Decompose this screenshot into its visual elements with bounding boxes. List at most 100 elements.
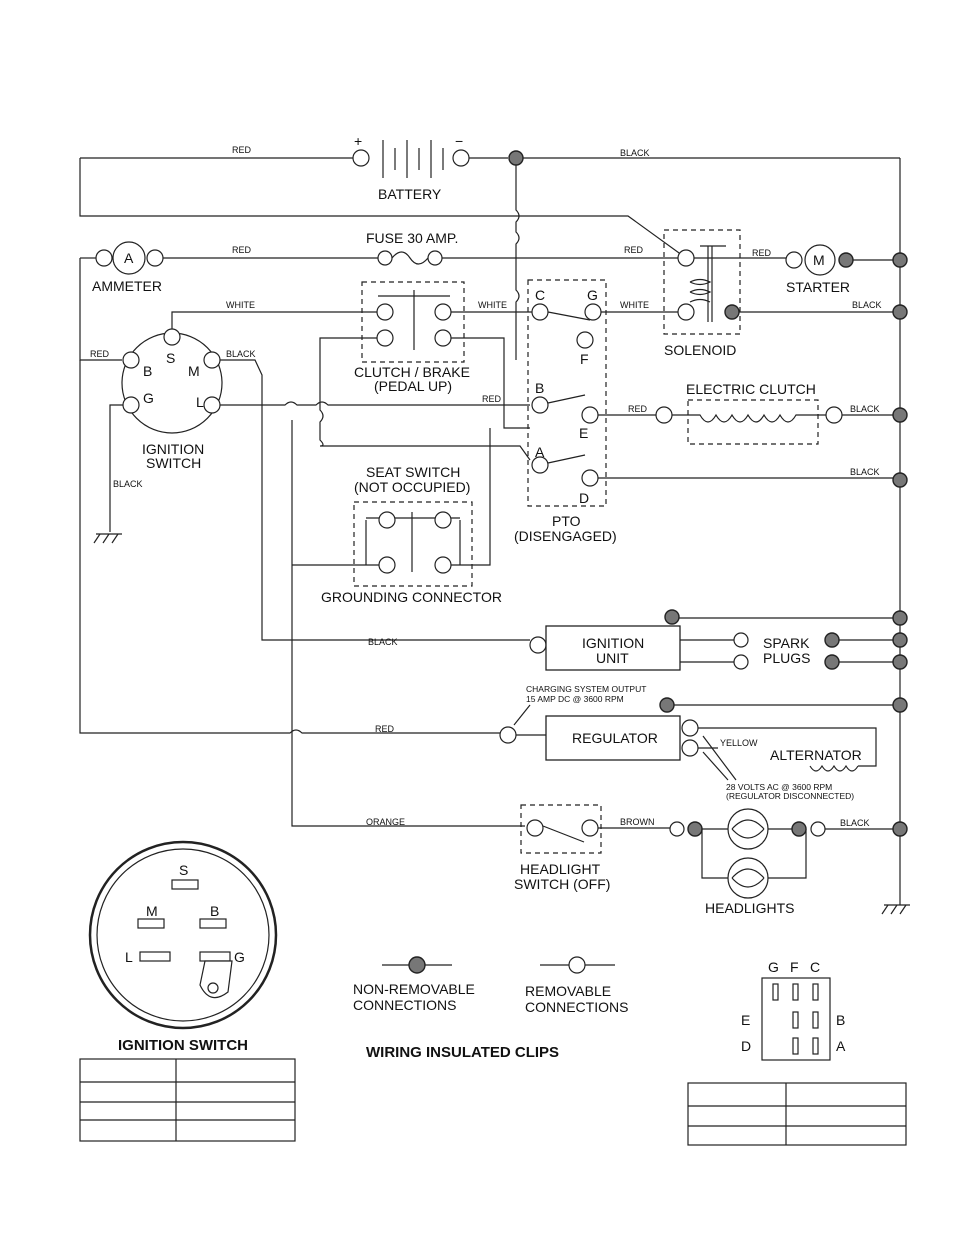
alternator-label: ALTERNATOR — [770, 747, 862, 763]
detail-terminal-B: B — [210, 903, 219, 919]
fuse-label: FUSE 30 AMP. — [366, 230, 458, 246]
wire-label-black: BLACK — [113, 479, 143, 489]
wire-label-white: WHITE — [226, 300, 255, 310]
wire-label-red: RED — [624, 245, 644, 255]
alternator: ALTERNATOR — [698, 727, 877, 772]
ignition-switch-title: IGNITION SWITCH — [118, 1037, 248, 1054]
pto-label: PTO — [552, 513, 581, 529]
ammeter-symbol: A — [124, 250, 134, 266]
wire-label-black: BLACK — [850, 467, 880, 477]
charging-arrow — [513, 704, 531, 726]
headlight-switch-label-1: HEADLIGHT — [520, 861, 601, 877]
starter-label: STARTER — [786, 279, 850, 295]
pto-switch: C G F B E A D PTO (DISENGAGED) — [514, 279, 617, 544]
seat-switch: SEAT SWITCH (NOT OCCUPIED) GROUNDING CON… — [321, 464, 502, 605]
wire-label-black: BLACK — [850, 404, 880, 414]
electric-clutch-label: ELECTRIC CLUTCH — [686, 381, 816, 397]
electric-clutch: ELECTRIC CLUTCH — [655, 381, 843, 445]
clutch-brake-switch: CLUTCH / BRAKE (PEDAL UP) — [354, 281, 470, 394]
ground-node — [892, 304, 908, 320]
terminal-F: F — [580, 351, 589, 367]
headlight-switch-label-2: SWITCH (OFF) — [514, 876, 610, 892]
ammeter-terminal-left — [95, 249, 113, 267]
wire-label-black: BLACK — [840, 818, 870, 828]
detail-terminal-M: M — [146, 903, 158, 919]
terminal-C: C — [535, 287, 545, 303]
ignition-switch-label-1: IGNITION — [142, 441, 204, 457]
pto-detail-G: G — [768, 959, 779, 975]
regulator — [545, 715, 681, 761]
spark-plug-node — [824, 654, 840, 670]
starter-symbol: M — [813, 252, 825, 268]
wire-battery-negative-vertical — [515, 165, 520, 360]
ignition-unit-ground — [664, 609, 680, 625]
wire-label-red: RED — [90, 349, 110, 359]
fuse: FUSE 30 AMP. — [366, 230, 458, 266]
pto-connector-detail: G F C E D B A — [741, 959, 846, 1061]
legend-removable-2: CONNECTIONS — [525, 999, 628, 1015]
wire-ammeter-to-ignition-b — [79, 258, 122, 361]
wire-label-red: RED — [375, 724, 395, 734]
wire-label-white: WHITE — [620, 300, 649, 310]
detail-terminal-L: L — [125, 949, 133, 965]
legend-non-removable-2: CONNECTIONS — [353, 997, 456, 1013]
spark-plugs-label-2: PLUGS — [763, 650, 810, 666]
battery: BATTERY + − RED BLACK — [80, 133, 900, 202]
wire-red-regulator — [79, 360, 500, 734]
spark-plugs-label-1: SPARK — [763, 635, 810, 651]
wire-label-red: RED — [482, 394, 502, 404]
ground-symbol-right — [881, 904, 910, 915]
solenoid: SOLENOID — [663, 229, 741, 358]
ground-symbol-left — [93, 533, 122, 544]
ground-node — [892, 472, 908, 488]
wire-clutch-to-pto-a — [319, 337, 531, 461]
terminal-M: M — [188, 363, 200, 379]
terminal-S: S — [166, 350, 175, 366]
regulator-label: REGULATOR — [572, 730, 658, 746]
ignition-unit — [545, 625, 681, 671]
wire-black-g — [109, 404, 123, 532]
ground-node — [892, 632, 908, 648]
wire-label-red: RED — [232, 145, 252, 155]
charging-output-line2: 15 AMP DC @ 3600 RPM — [526, 694, 624, 704]
terminal-B: B — [143, 363, 152, 379]
solenoid-label: SOLENOID — [664, 342, 736, 358]
wire-white-s — [171, 311, 378, 329]
wire-seat-right — [451, 428, 491, 566]
wire-label-yellow: YELLOW — [720, 738, 758, 748]
terminal-B: B — [535, 380, 544, 396]
headlight-switch: HEADLIGHT SWITCH (OFF) — [514, 804, 610, 892]
ignition-unit-label-1: IGNITION — [582, 635, 644, 651]
pto-detail-D: D — [741, 1038, 751, 1054]
ground-node — [892, 697, 908, 713]
pto-detail-F: F — [790, 959, 799, 975]
wire-label-red: RED — [752, 248, 772, 258]
battery-label: BATTERY — [378, 186, 442, 202]
ground-node — [892, 407, 908, 423]
wire-orange — [291, 420, 525, 827]
wire-label-red: RED — [232, 245, 252, 255]
ammeter-terminal-right — [146, 249, 164, 267]
ground-node — [892, 610, 908, 626]
clutch-brake-state: (PEDAL UP) — [374, 378, 452, 394]
terminal-L: L — [196, 394, 204, 410]
headlights: HEADLIGHTS — [701, 808, 807, 916]
wire-label-brown: BROWN — [620, 817, 655, 827]
seat-switch-state: (NOT OCCUPIED) — [354, 479, 470, 495]
ammeter — [112, 241, 146, 275]
battery-minus-sign: − — [455, 133, 463, 149]
pto-detail-C: C — [810, 959, 820, 975]
legend-removable-1: REMOVABLE — [525, 983, 611, 999]
wire-label-black: BLACK — [852, 300, 882, 310]
starter: M STARTER — [785, 244, 854, 295]
alternator-note-1: 28 VOLTS AC @ 3600 RPM — [726, 782, 832, 792]
ground-node — [892, 252, 908, 268]
wire-red-l — [220, 401, 530, 406]
terminal-E: E — [579, 425, 588, 441]
wire-label-white: WHITE — [478, 300, 507, 310]
pto-detail-E: E — [741, 1012, 750, 1028]
detail-terminal-G: G — [234, 949, 245, 965]
alternator-note-2: (REGULATOR DISCONNECTED) — [726, 791, 854, 801]
regulator-ground — [659, 697, 675, 713]
